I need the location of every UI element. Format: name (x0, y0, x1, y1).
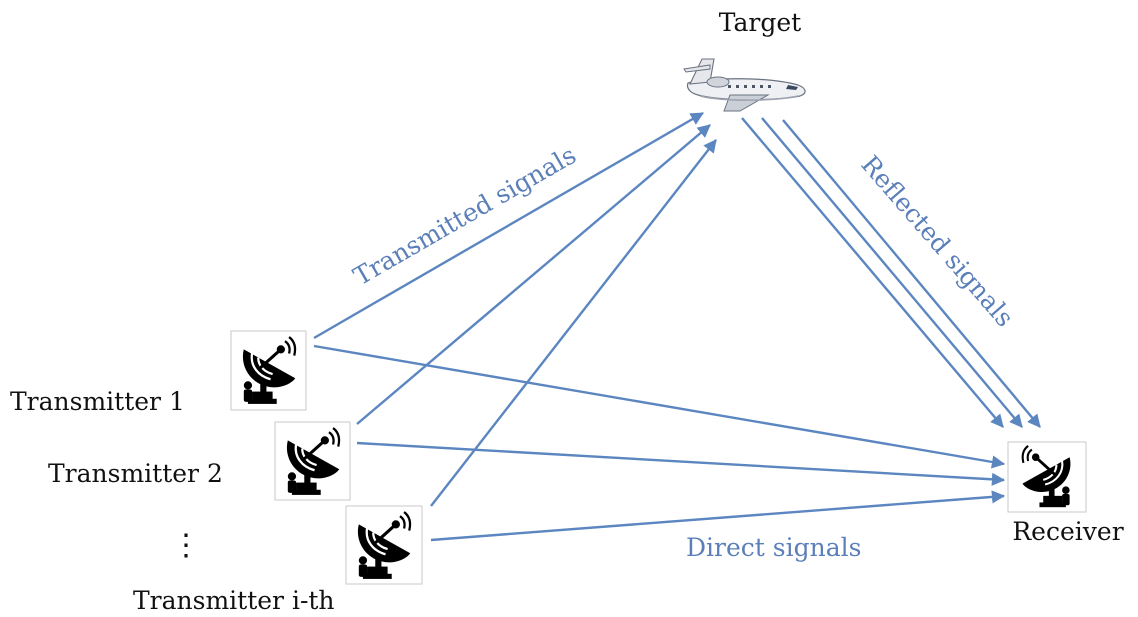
direct-signal-arrows (313, 344, 1006, 542)
transmitted-arrow-i (430, 139, 717, 507)
direct-arrow-1 (313, 344, 1006, 469)
airplane-icon (683, 58, 806, 112)
target-node: Target (683, 8, 806, 112)
direct-signals-label: Direct signals (686, 533, 861, 562)
reflected-arrow-2 (761, 117, 1023, 428)
transmitted-arrow-1 (313, 111, 704, 340)
transmitter-2-node: Transmitter 2 (48, 421, 351, 501)
transmitter-1-node: Transmitter 1 (10, 330, 307, 416)
receiver-node: Receiver (1007, 441, 1124, 546)
direct-arrow-i (430, 490, 1006, 542)
transmitter-ellipsis: ⋮ (171, 528, 201, 563)
transmitted-arrow-2 (356, 124, 711, 425)
transmitter-2-label: Transmitter 2 (48, 459, 223, 488)
reflected-arrow-3 (782, 119, 1041, 428)
transmitter-i-node: Transmitter i-th (133, 505, 423, 615)
transmitter-1-label: Transmitter 1 (10, 387, 185, 416)
transmitter-i-label: Transmitter i-th (133, 586, 335, 615)
reflected-signal-arrows (741, 117, 1041, 428)
transmitted-signals-label: Transmitted signals (349, 140, 581, 291)
target-label: Target (719, 8, 801, 37)
transmitted-signal-arrows (313, 111, 717, 507)
reflected-arrow-1 (741, 117, 1004, 428)
direct-arrow-2 (356, 441, 1006, 486)
receiver-label: Receiver (1012, 517, 1123, 546)
